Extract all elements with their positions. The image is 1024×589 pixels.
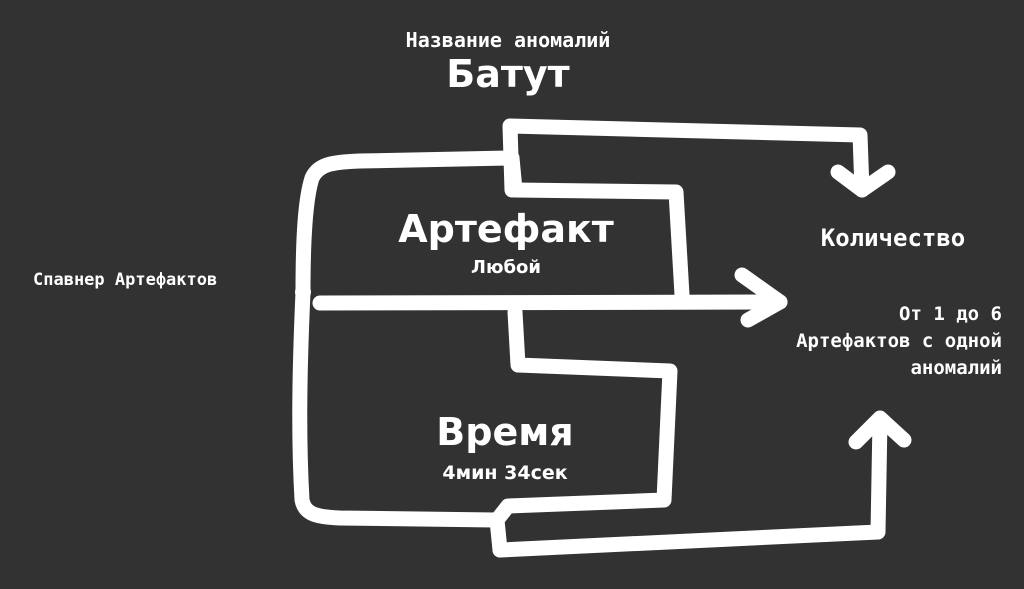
artifact-value: Любой	[471, 257, 541, 278]
down-arrow-icon	[830, 164, 896, 198]
up-arrow-icon	[848, 410, 912, 450]
anomaly-caption: Название аномалий	[405, 28, 611, 52]
quantity-description-line: От 1 до 6	[899, 303, 1002, 325]
quantity-description-line: аномалий	[910, 357, 1002, 379]
top-route-line	[502, 118, 870, 198]
spawner-node	[295, 284, 311, 300]
middle-line	[312, 294, 788, 311]
bottom-route-line	[492, 412, 888, 558]
anomaly-name: Батут	[446, 52, 570, 96]
artifact-title: Артефакт	[398, 207, 614, 251]
artifact-box-line	[504, 150, 690, 303]
top-loop-line	[295, 150, 520, 300]
quantity-title: Количество	[820, 224, 966, 252]
bottom-loop-line	[292, 284, 503, 528]
quantity-description: От 1 до 6 Артефактов с одной аномалий	[796, 301, 1002, 382]
right-arrow-icon	[734, 267, 788, 328]
time-title: Время	[436, 410, 574, 454]
time-box-line	[489, 304, 678, 558]
spawner-label: Спавнер Артефактов	[33, 270, 218, 290]
time-value: 4мин 34сек	[442, 462, 568, 484]
quantity-description-line: Артефактов с одной	[796, 330, 1002, 352]
